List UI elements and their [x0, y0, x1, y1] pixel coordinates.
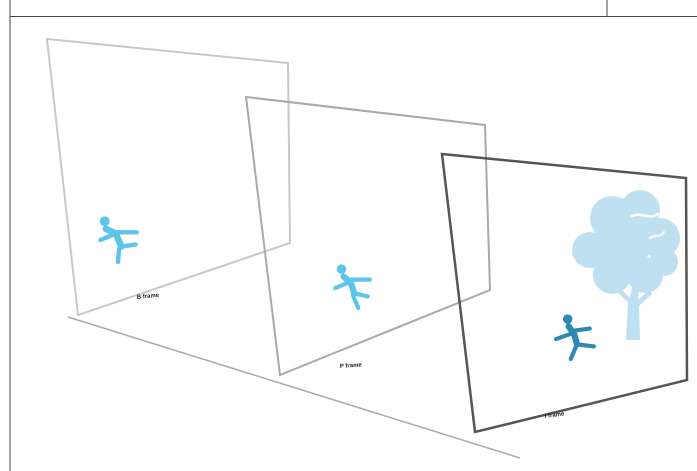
- frame-1-label: B frame: [137, 293, 161, 301]
- ground-line: [68, 317, 520, 458]
- frame-2-panel: [246, 97, 490, 375]
- running-person-icon: [335, 264, 370, 308]
- running-person-icon: [100, 216, 137, 262]
- frame-3-label: I frame: [544, 411, 565, 420]
- tree-icon: [572, 190, 680, 340]
- running-person-icon: [556, 314, 594, 359]
- frame-1: B frame: [47, 39, 290, 315]
- frame-1-panel: [47, 39, 290, 315]
- frame-3: I frame: [442, 154, 687, 432]
- frame-2-label: P frame: [340, 362, 363, 370]
- frame-2: P frame: [246, 97, 490, 375]
